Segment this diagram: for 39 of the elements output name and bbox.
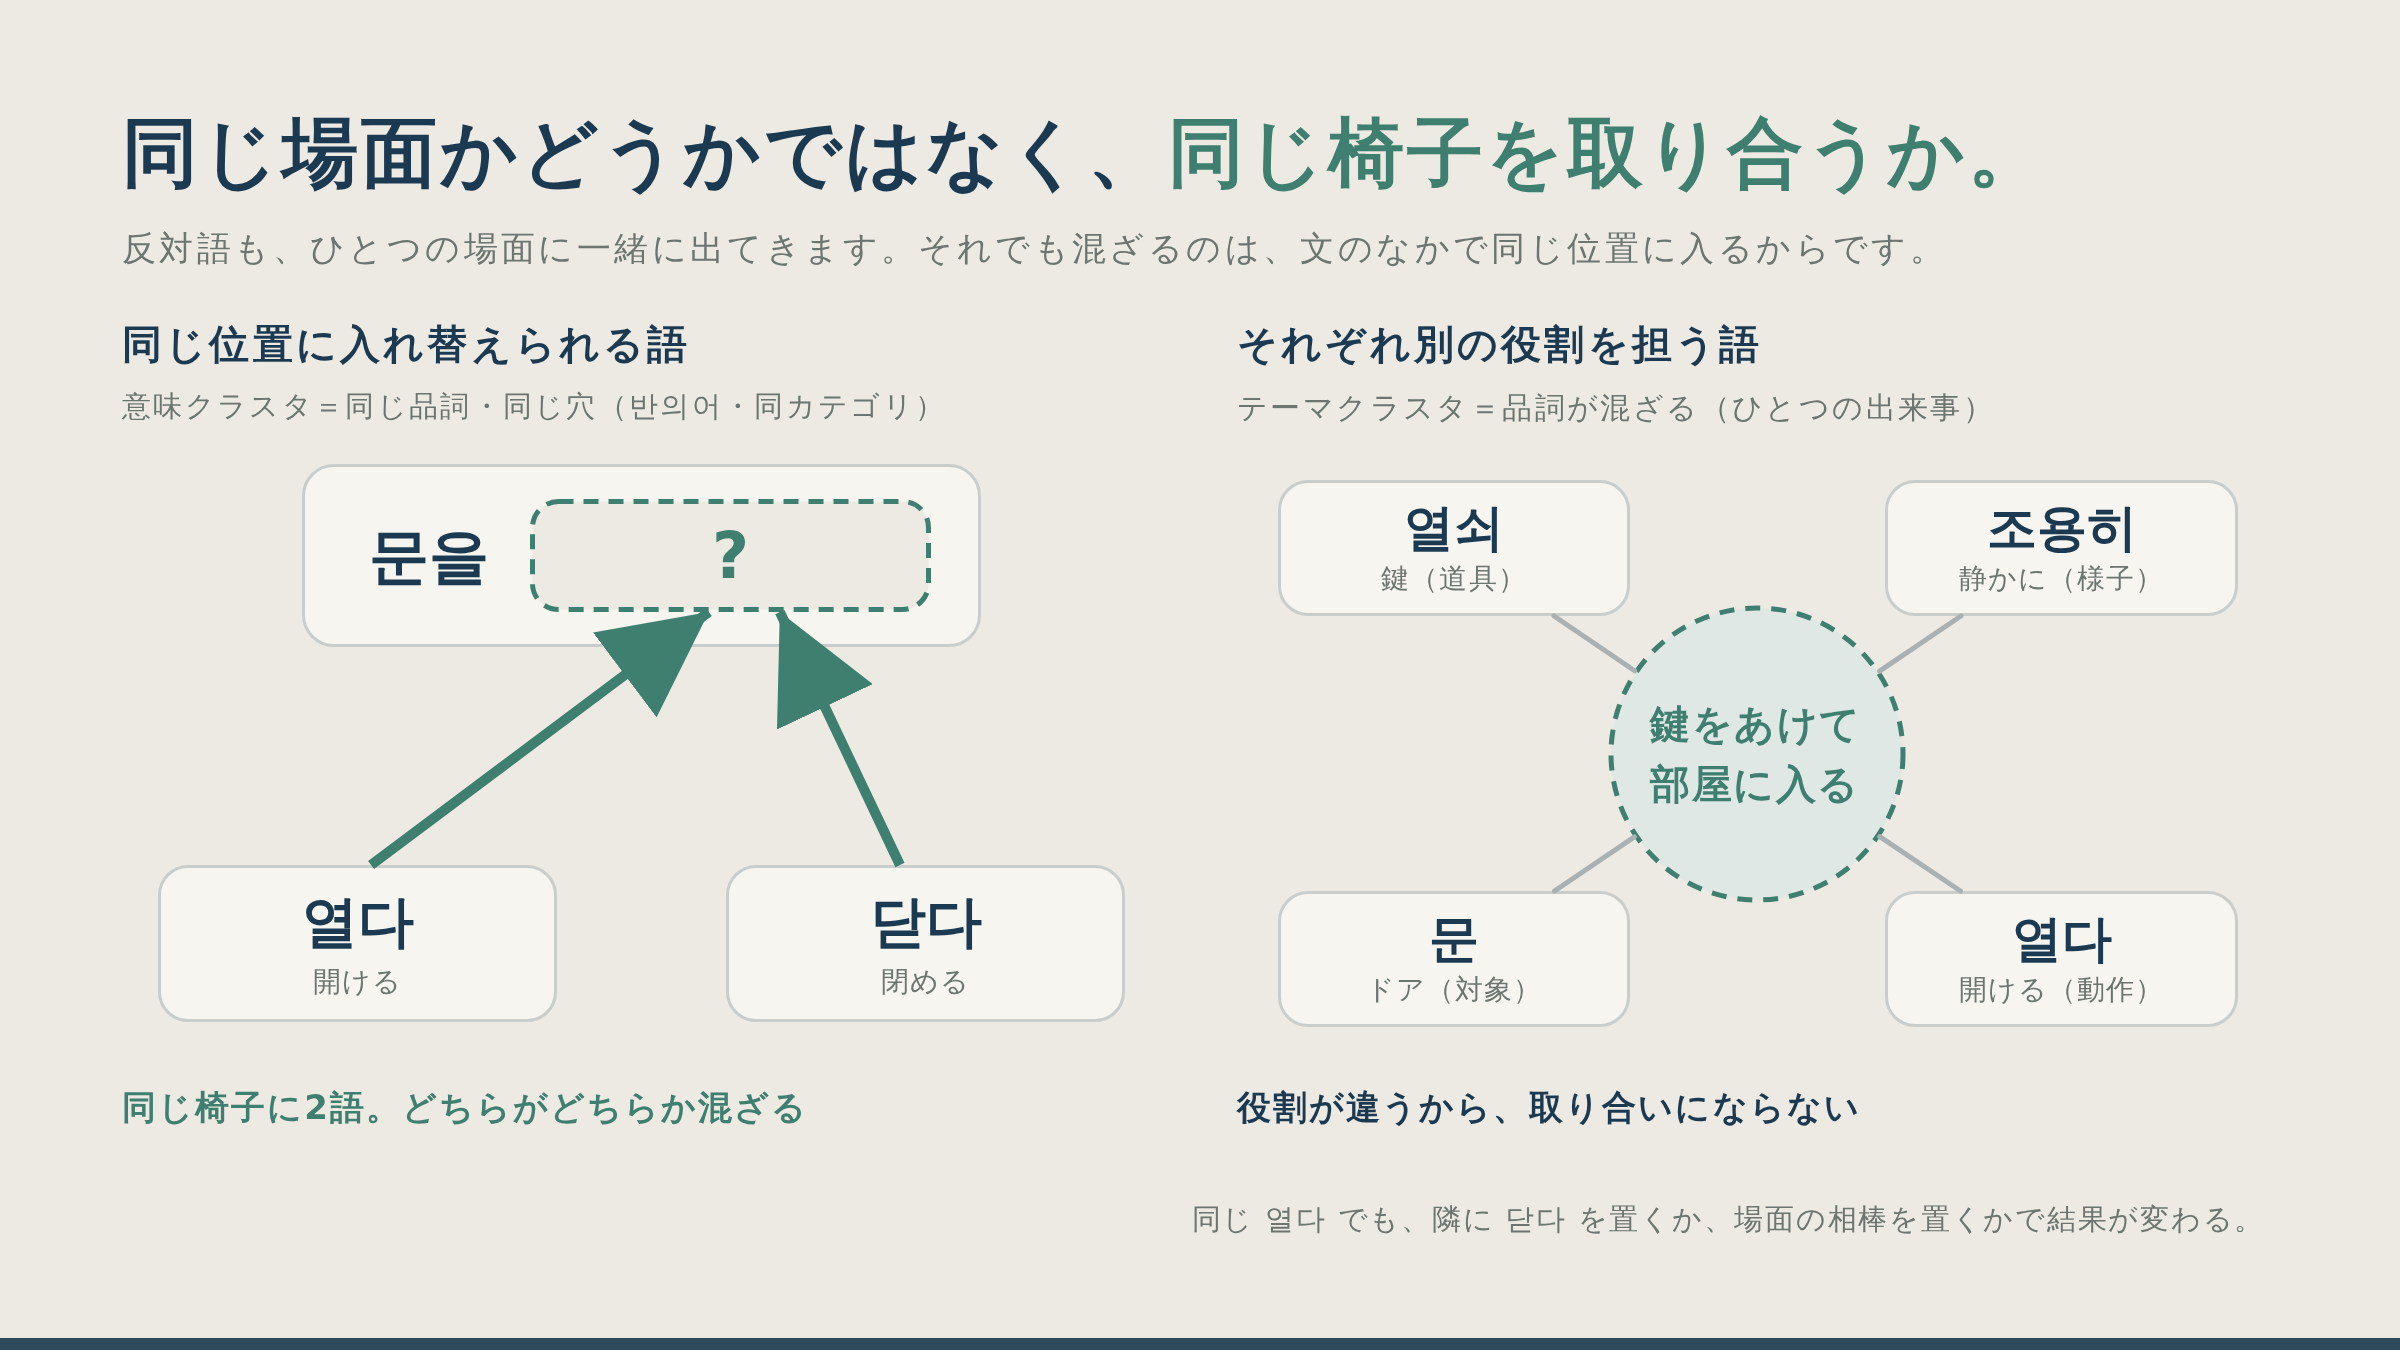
word-card xyxy=(1278,480,1630,616)
word-card xyxy=(1278,891,1630,1027)
gloss: 静かに（様子） xyxy=(1958,562,2165,596)
connector-line xyxy=(1877,613,1964,674)
arrow xyxy=(368,608,712,869)
headword: 조용히 xyxy=(1986,500,2137,556)
gloss: 閉める xyxy=(880,964,971,1000)
word-card xyxy=(1885,480,2238,616)
section-caption: 同じ椅子に2語。どちらがどちらか混ざる xyxy=(122,1085,809,1129)
blank-slot xyxy=(530,499,931,612)
word-card xyxy=(158,865,557,1022)
subtitle: 反対語も、ひとつの場面に一緒に出てきます。それでも混ざるのは、文のなかで同じ位置に入るからです。 xyxy=(122,226,1948,270)
section-subheading: テーマクラスタ＝品詞が混ざる（ひとつの出来事） xyxy=(1237,388,1996,427)
section-heading: 同じ位置に入れ替えられる語 xyxy=(122,320,691,369)
connector-line xyxy=(1877,834,1963,894)
connector-line xyxy=(1551,613,1638,674)
title: 同じ場面かどうかではなく、同じ椅子を取り合うか。 xyxy=(122,107,2047,199)
topic-circle xyxy=(1608,605,1906,903)
gloss: 開ける（動作） xyxy=(1958,973,2165,1007)
headword: 열쇠 xyxy=(1404,500,1504,556)
word-card xyxy=(1885,891,2238,1027)
footnote: 同じ 열다 でも、隣に 닫다 を置くか、場面の相棒を置くかで結果が変わる。 xyxy=(1191,1201,2265,1239)
headword: 열다 xyxy=(2011,911,2112,967)
arrow xyxy=(775,609,905,868)
gloss: 鍵（道具） xyxy=(1381,562,1527,596)
topic-text: 鍵をあけて部屋に入る xyxy=(1650,700,1863,809)
gloss: ドア（対象） xyxy=(1365,973,1543,1007)
headword: 문 xyxy=(1429,911,1479,967)
word-card xyxy=(726,865,1125,1022)
headword: 열다 xyxy=(301,890,414,954)
section-caption: 役割が違うから、取り合いにならない xyxy=(1237,1085,1861,1129)
section-heading: それぞれ別の役割を担う語 xyxy=(1237,320,1763,369)
placeholder-text: ? xyxy=(711,517,750,594)
sentence-word: 문을 xyxy=(369,520,489,591)
gloss: 開ける xyxy=(312,964,403,1000)
headword: 닫다 xyxy=(869,890,982,954)
sentence-frame xyxy=(302,464,981,647)
section-subheading: 意味クラスタ＝同じ品詞・同じ穴（반의어・同カテゴリ） xyxy=(122,388,947,426)
connector-line xyxy=(1552,834,1637,894)
